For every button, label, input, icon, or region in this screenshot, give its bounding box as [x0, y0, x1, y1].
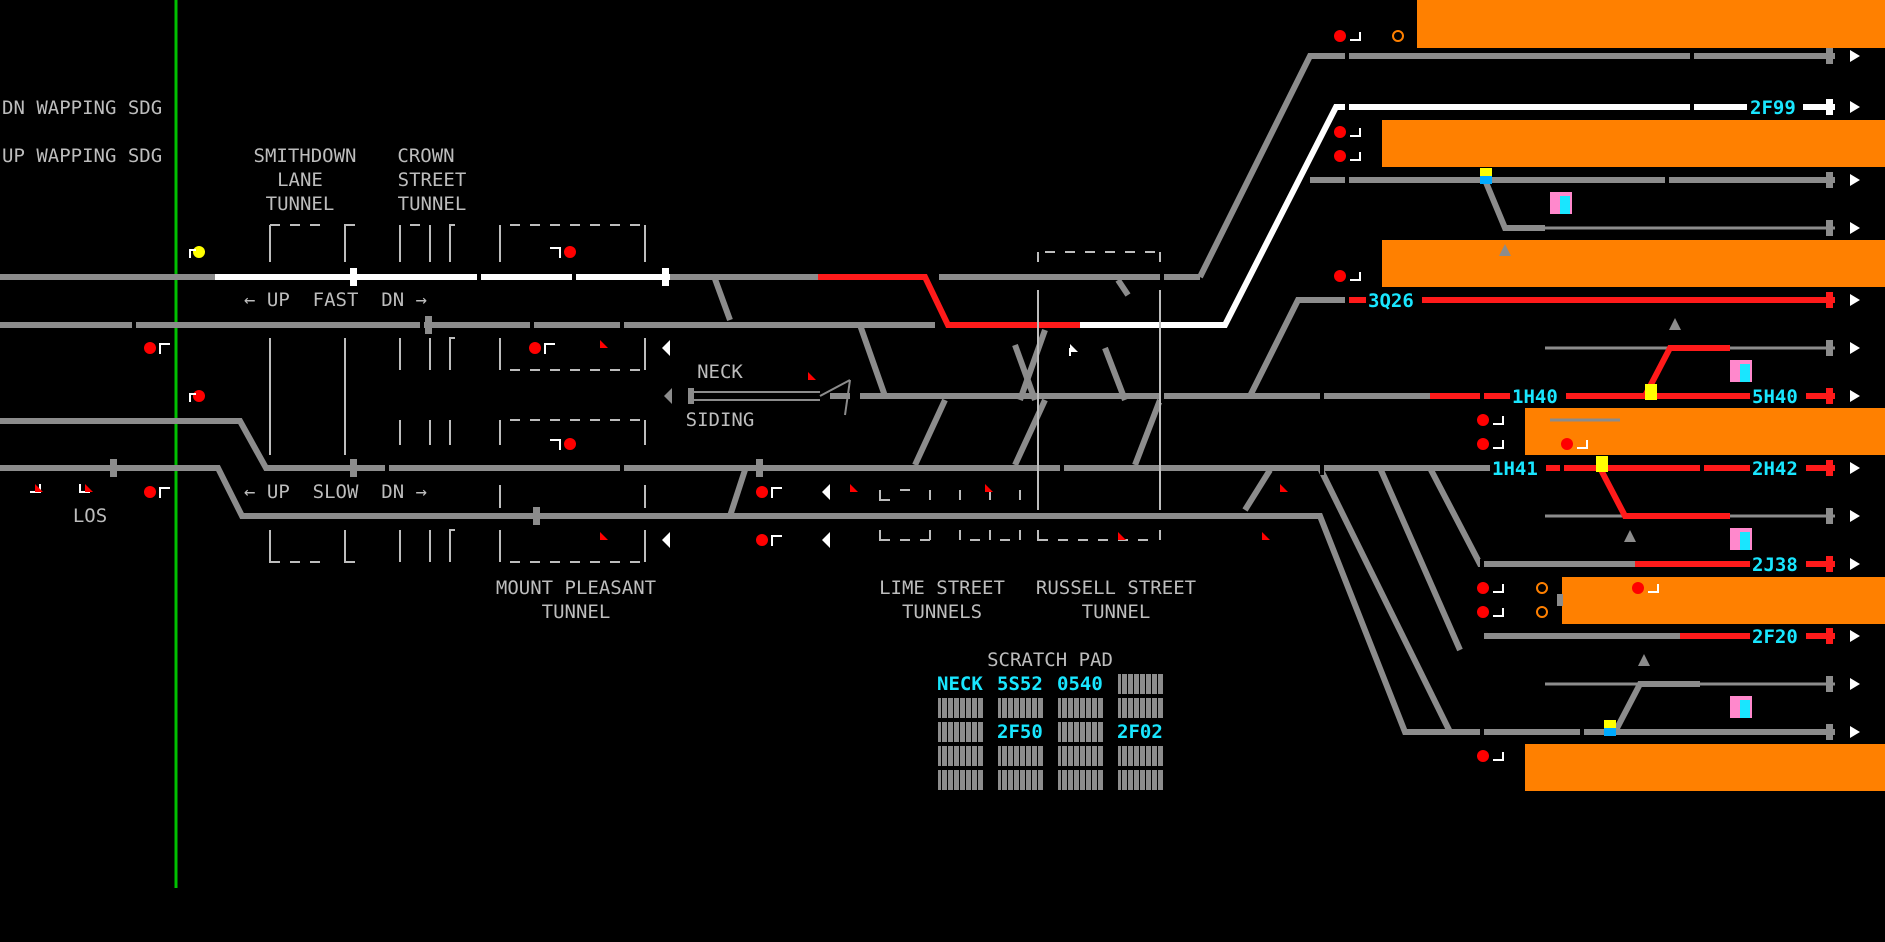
signal-up-slow-entry	[189, 390, 205, 402]
platform-chevrons	[1499, 244, 1681, 666]
buffer-stops	[1826, 48, 1833, 740]
platform-4-5	[1382, 240, 1885, 287]
scratch-pad-empty-cell[interactable]	[1118, 698, 1164, 718]
tracks-grey	[0, 53, 1835, 735]
scratch-pad-empty-cell[interactable]	[938, 770, 984, 790]
scratch-pad-cell[interactable]: 2F50	[997, 721, 1043, 743]
label-russell-street-2: TUNNEL	[1082, 601, 1151, 623]
label-los: LOS	[73, 505, 107, 527]
label-smithdown-3: TUNNEL	[266, 193, 335, 215]
label-up-slow: ← UP SLOW DN →	[244, 481, 427, 503]
berth-platform-7-b[interactable]: 5H40	[1752, 386, 1798, 408]
label-neck: NECK	[697, 361, 743, 383]
scratch-pad-empty-cell[interactable]	[998, 770, 1044, 790]
train-describers: 2F99 3Q26 1H40 5H40 1H41 2H42 2J38 2F20	[1366, 96, 1806, 648]
section-markers	[110, 268, 763, 525]
scratch-pad-cell[interactable]: NECK	[937, 673, 983, 695]
scratch-pad-empty-cell[interactable]	[1058, 746, 1104, 766]
scratch-pad-cell[interactable]: 2F02	[1117, 721, 1163, 743]
scratch-pad-empty-cell[interactable]	[938, 698, 984, 718]
platform-1	[1417, 0, 1885, 48]
label-mount-pleasant-1: MOUNT PLEASANT	[496, 577, 656, 599]
scratch-pad: SCRATCH PAD NECK 5S52 0540 2F50 2F02	[937, 649, 1164, 790]
berth-platform-8-a[interactable]: 1H41	[1492, 458, 1538, 480]
label-siding: SIDING	[686, 409, 755, 431]
label-up-wapping: UP WAPPING SDG	[2, 145, 162, 167]
berth-platform-5[interactable]: 3Q26	[1368, 290, 1414, 312]
label-crown-1: CROWN	[397, 145, 454, 167]
label-crown-3: TUNNEL	[398, 193, 467, 215]
label-mount-pleasant-2: TUNNEL	[542, 601, 611, 623]
label-russell-street-1: RUSSELL STREET	[1036, 577, 1196, 599]
berth-platform-10[interactable]: 2J38	[1752, 554, 1798, 576]
direction-markers	[662, 340, 830, 548]
label-smithdown-2: LANE	[277, 169, 323, 191]
scratch-pad-cell[interactable]: 5S52	[997, 673, 1043, 695]
scratch-pad-empty-cell[interactable]	[1058, 722, 1104, 742]
neck-buffer	[688, 388, 694, 404]
label-lime-street-1: LIME STREET	[879, 577, 1005, 599]
platform-10-11	[1562, 577, 1885, 624]
label-smithdown-1: SMITHDOWN	[254, 145, 357, 167]
neck-siding	[692, 379, 851, 416]
signal-dn-fast-entry	[189, 246, 205, 258]
scratch-pad-empty-cell[interactable]	[1118, 770, 1164, 790]
signals	[30, 30, 1659, 762]
scratch-pad-title: SCRATCH PAD	[987, 649, 1113, 671]
berth-platform-8-b[interactable]: 2H42	[1752, 458, 1798, 480]
scratch-pad-empty-cell[interactable]	[998, 746, 1044, 766]
scratch-pad-empty-cell[interactable]	[1058, 698, 1104, 718]
label-dn-wapping: DN WAPPING SDG	[2, 97, 162, 119]
routes-set	[215, 104, 1835, 328]
scratch-pad-cell[interactable]: 0540	[1057, 673, 1103, 695]
scratch-pad-empty-cell[interactable]	[1118, 674, 1164, 694]
platform-13	[1525, 744, 1885, 791]
track-occupied	[818, 274, 1835, 639]
tunnel-markings	[269, 224, 1161, 563]
scratch-pad-empty-cell[interactable]	[938, 746, 984, 766]
scratch-pad-empty-cell[interactable]	[938, 722, 984, 742]
exit-arrows	[1850, 50, 1860, 738]
platforms	[1382, 0, 1885, 791]
label-crown-2: STREET	[398, 169, 467, 191]
berth-platform-2[interactable]: 2F99	[1750, 97, 1796, 119]
label-up-fast: ← UP FAST DN →	[244, 289, 427, 311]
section-gaps	[132, 51, 1704, 739]
scratch-pad-empty-cell[interactable]	[998, 698, 1044, 718]
berth-platform-7-a[interactable]: 1H40	[1512, 386, 1558, 408]
platform-2-3	[1382, 120, 1885, 167]
scratch-pad-grid: NECK 5S52 0540 2F50 2F02	[937, 673, 1164, 790]
label-lime-street-2: TUNNELS	[902, 601, 982, 623]
scratch-pad-empty-cell[interactable]	[1118, 746, 1164, 766]
platform-indicators	[1480, 168, 1752, 736]
berth-platform-12[interactable]: 2F20	[1752, 626, 1798, 648]
scratch-pad-empty-cell[interactable]	[1058, 770, 1104, 790]
